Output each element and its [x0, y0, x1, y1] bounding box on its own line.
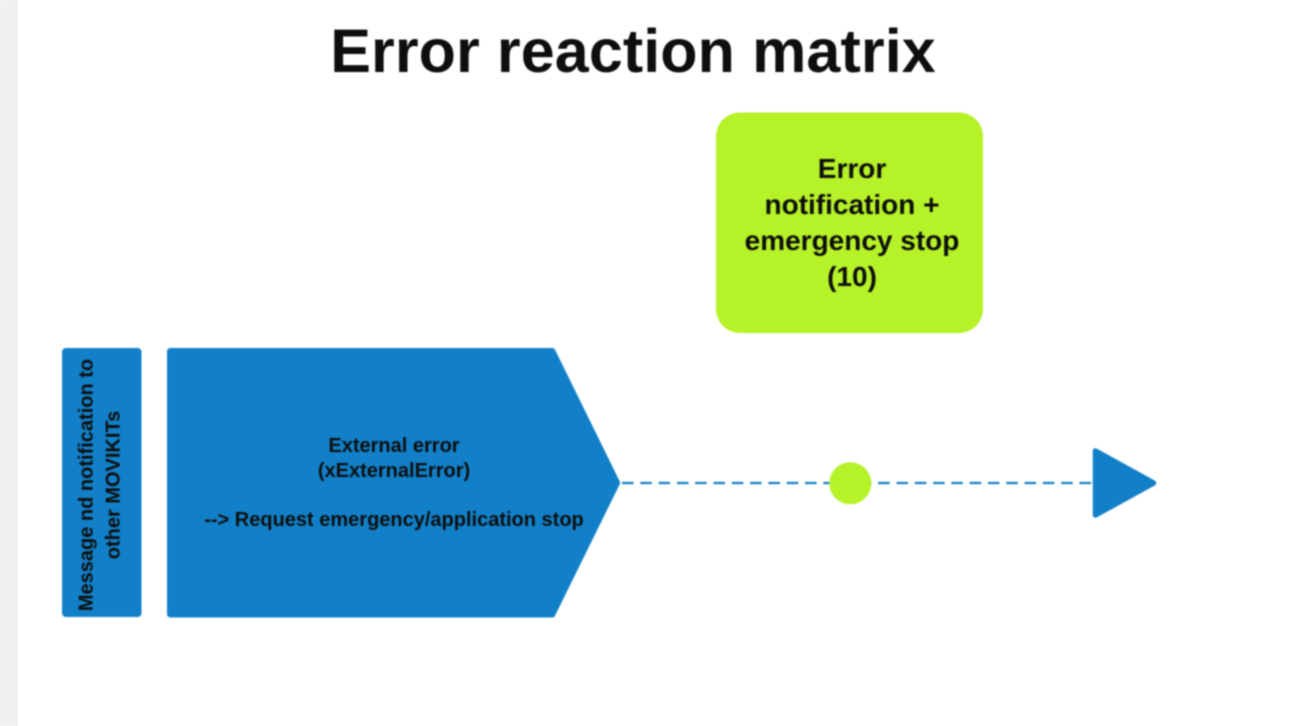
error-notification-box [716, 112, 983, 333]
message-tab-shape [62, 348, 142, 617]
connector-arrowhead-icon [1092, 448, 1157, 518]
left-gutter [0, 0, 18, 726]
connector-marker-circle [829, 462, 872, 505]
page-title: Error reaction matrix [330, 17, 936, 85]
external-error-arrow-label: External error (xExternalError) --> Requ… [204, 435, 584, 531]
error-notification-box-label: Error notification + emergency stop (10) [744, 152, 960, 293]
message-tab-label: Message nd notification to other MOVIKIT… [75, 358, 125, 611]
external-error-arrow-shape [167, 348, 620, 618]
